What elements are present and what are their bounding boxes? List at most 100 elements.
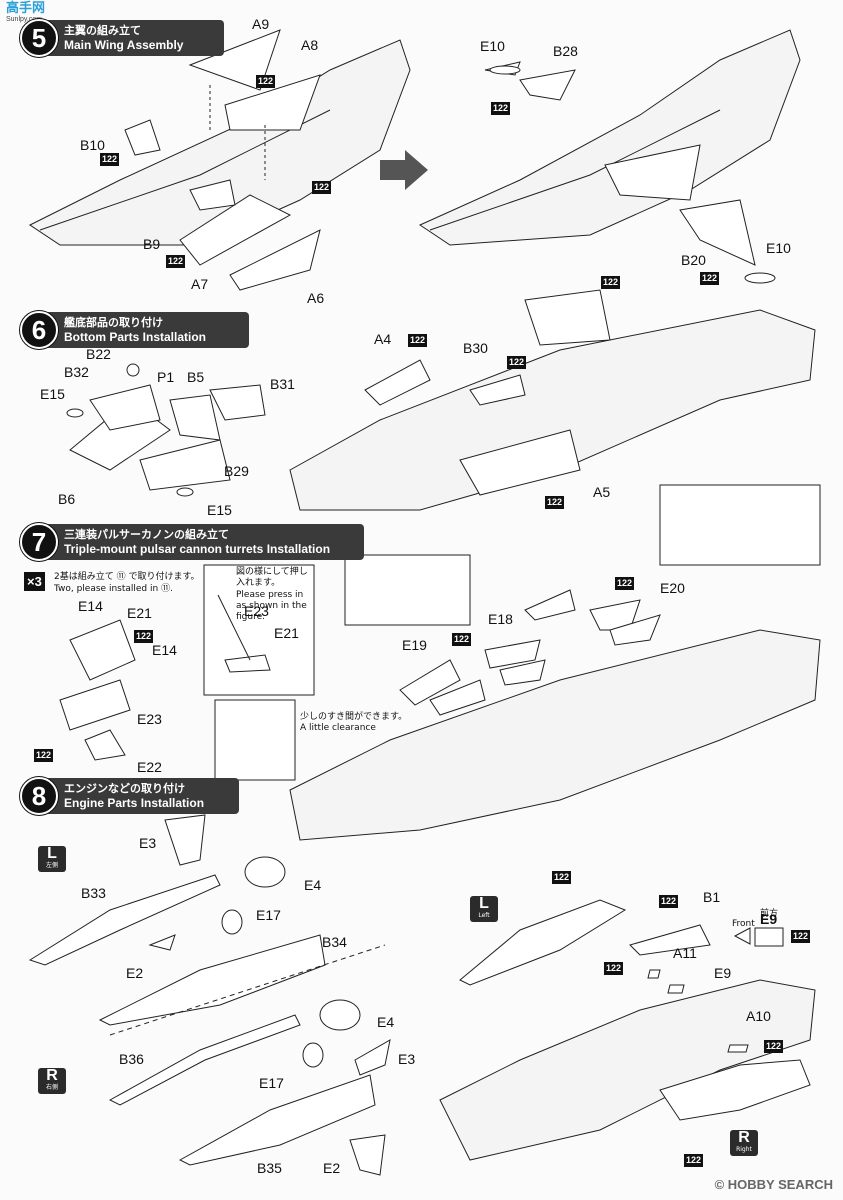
part-label: A6 — [307, 290, 325, 306]
side-label-en: Left — [478, 912, 490, 919]
part-label: E15 — [40, 386, 65, 402]
part-label: A11 — [673, 945, 697, 961]
part-label: E3 — [139, 835, 157, 851]
part-label: E10 — [480, 38, 505, 54]
glue-code-badge: 122 — [545, 496, 565, 509]
watermark-site-url: Sunlpy.com — [6, 16, 43, 23]
part-label: B20 — [681, 252, 706, 268]
front-label-jp: 前方 — [760, 909, 779, 919]
part-label: E3 — [398, 1051, 416, 1067]
step-number-badge: 8 — [20, 777, 58, 815]
right-side-badge: R Right — [730, 1130, 758, 1156]
part-label: E21 — [274, 625, 299, 641]
part-label: A8 — [301, 37, 319, 53]
step-title-en: Triple-mount pulsar cannon turrets Insta… — [64, 541, 331, 556]
glue-code-badge: 122 — [134, 630, 154, 643]
part-label: B28 — [553, 43, 578, 59]
glue-code-badge: 122 — [408, 334, 428, 347]
press-note-jp: 図の様にして押し入れます。 — [236, 567, 308, 588]
glue-code-badge: 122 — [552, 871, 572, 884]
step-title-jp: 艦底部品の取り付け — [64, 315, 163, 329]
step-title-en: Main Wing Assembly — [64, 37, 184, 52]
part-label: E21 — [127, 605, 152, 621]
part-label: B1 — [703, 889, 721, 905]
clearance-note-en: A little clearance — [300, 723, 376, 733]
glue-code-badge: 122 — [166, 255, 186, 268]
glue-code-badge: 122 — [604, 962, 624, 975]
part-label: A5 — [593, 484, 611, 500]
watermark-site-name: 高手网 — [6, 1, 46, 16]
part-label: B31 — [270, 376, 295, 392]
glue-code-badge: 122 — [452, 633, 472, 646]
step-title-jp: 三連装パルサーカノンの組み立て — [64, 527, 229, 541]
step-7-header: 7 三連装パルサーカノンの組み立て Triple-mount pulsar ca… — [20, 523, 364, 561]
glue-code-badge: 122 — [764, 1040, 784, 1053]
part-label: B32 — [64, 364, 89, 380]
side-label-jp: 左側 — [45, 862, 58, 869]
part-label: B5 — [187, 369, 205, 385]
part-label: E2 — [126, 965, 144, 981]
clearance-note-jp: 少しのすき間ができます。 — [300, 712, 408, 722]
part-label: E15 — [207, 502, 232, 518]
glue-code-badge: 122 — [684, 1154, 704, 1167]
step-number-badge: 5 — [20, 19, 58, 57]
step-5-header: 5 主翼の組み立て Main Wing Assembly — [20, 19, 224, 57]
side-letter: R — [46, 1067, 58, 1084]
part-label: E23 — [244, 603, 269, 619]
note-en: Two, please installed in ⑪. — [54, 584, 173, 594]
press-note-en: Please press in as shown in the figure. — [236, 590, 307, 622]
step-8-header: 8 エンジンなどの取り付け Engine Parts Installation — [20, 777, 239, 815]
part-label: A4 — [374, 331, 392, 347]
side-label-jp: 右側 — [45, 1084, 58, 1091]
part-label: B33 — [81, 885, 106, 901]
part-label: B6 — [58, 491, 76, 507]
part-label: E14 — [78, 598, 103, 614]
part-label: E17 — [256, 907, 281, 923]
side-letter: L — [479, 895, 489, 912]
part-label: E10 — [766, 240, 791, 256]
note-jp: 2基は組み立て ⑪ で取り付けます。 — [54, 572, 200, 582]
part-label: A10 — [746, 1008, 771, 1024]
part-label: A7 — [191, 276, 209, 292]
part-label: E20 — [660, 580, 685, 596]
quantity-multiplier: ×3 — [24, 572, 45, 591]
glue-code-badge: 122 — [256, 75, 276, 88]
glue-code-badge: 122 — [791, 930, 811, 943]
glue-code-badge: 122 — [601, 276, 621, 289]
right-side-badge: R 右側 — [38, 1068, 66, 1094]
site-watermark: 高手网 Sunlpy.com — [6, 1, 46, 24]
part-label: E19 — [402, 637, 427, 653]
glue-code-badge: 122 — [312, 181, 332, 194]
glue-code-badge: 122 — [100, 153, 120, 166]
step-title-en: Bottom Parts Installation — [64, 329, 207, 344]
left-side-badge: L 左側 — [38, 846, 66, 872]
step-title-en: Engine Parts Installation — [64, 795, 205, 810]
front-label-en: Front — [732, 919, 755, 929]
part-label: E18 — [488, 611, 513, 627]
part-label: E22 — [137, 759, 162, 775]
part-label: B9 — [143, 236, 161, 252]
step-title-jp: 主翼の組み立て — [64, 23, 141, 37]
part-label: P1 — [157, 369, 175, 385]
part-label: B10 — [80, 137, 105, 153]
part-label: B30 — [463, 340, 488, 356]
glue-code-badge: 122 — [659, 895, 679, 908]
part-label: E17 — [259, 1075, 284, 1091]
step-6-header: 6 艦底部品の取り付け Bottom Parts Installation — [20, 311, 249, 349]
hobby-search-watermark: © HOBBY SEARCH — [714, 1177, 833, 1192]
step-title-jp: エンジンなどの取り付け — [64, 781, 185, 795]
side-label-en: Right — [736, 1146, 752, 1153]
side-letter: L — [47, 845, 57, 862]
part-label: B29 — [224, 463, 249, 479]
part-label: E2 — [323, 1160, 341, 1176]
part-label: B34 — [322, 934, 347, 950]
glue-code-badge: 122 — [615, 577, 635, 590]
part-label: B36 — [119, 1051, 144, 1067]
part-label: E14 — [152, 642, 177, 658]
part-label: A9 — [252, 16, 270, 32]
part-label: E4 — [304, 877, 322, 893]
step-number-badge: 7 — [20, 523, 58, 561]
part-label: B35 — [257, 1160, 282, 1176]
